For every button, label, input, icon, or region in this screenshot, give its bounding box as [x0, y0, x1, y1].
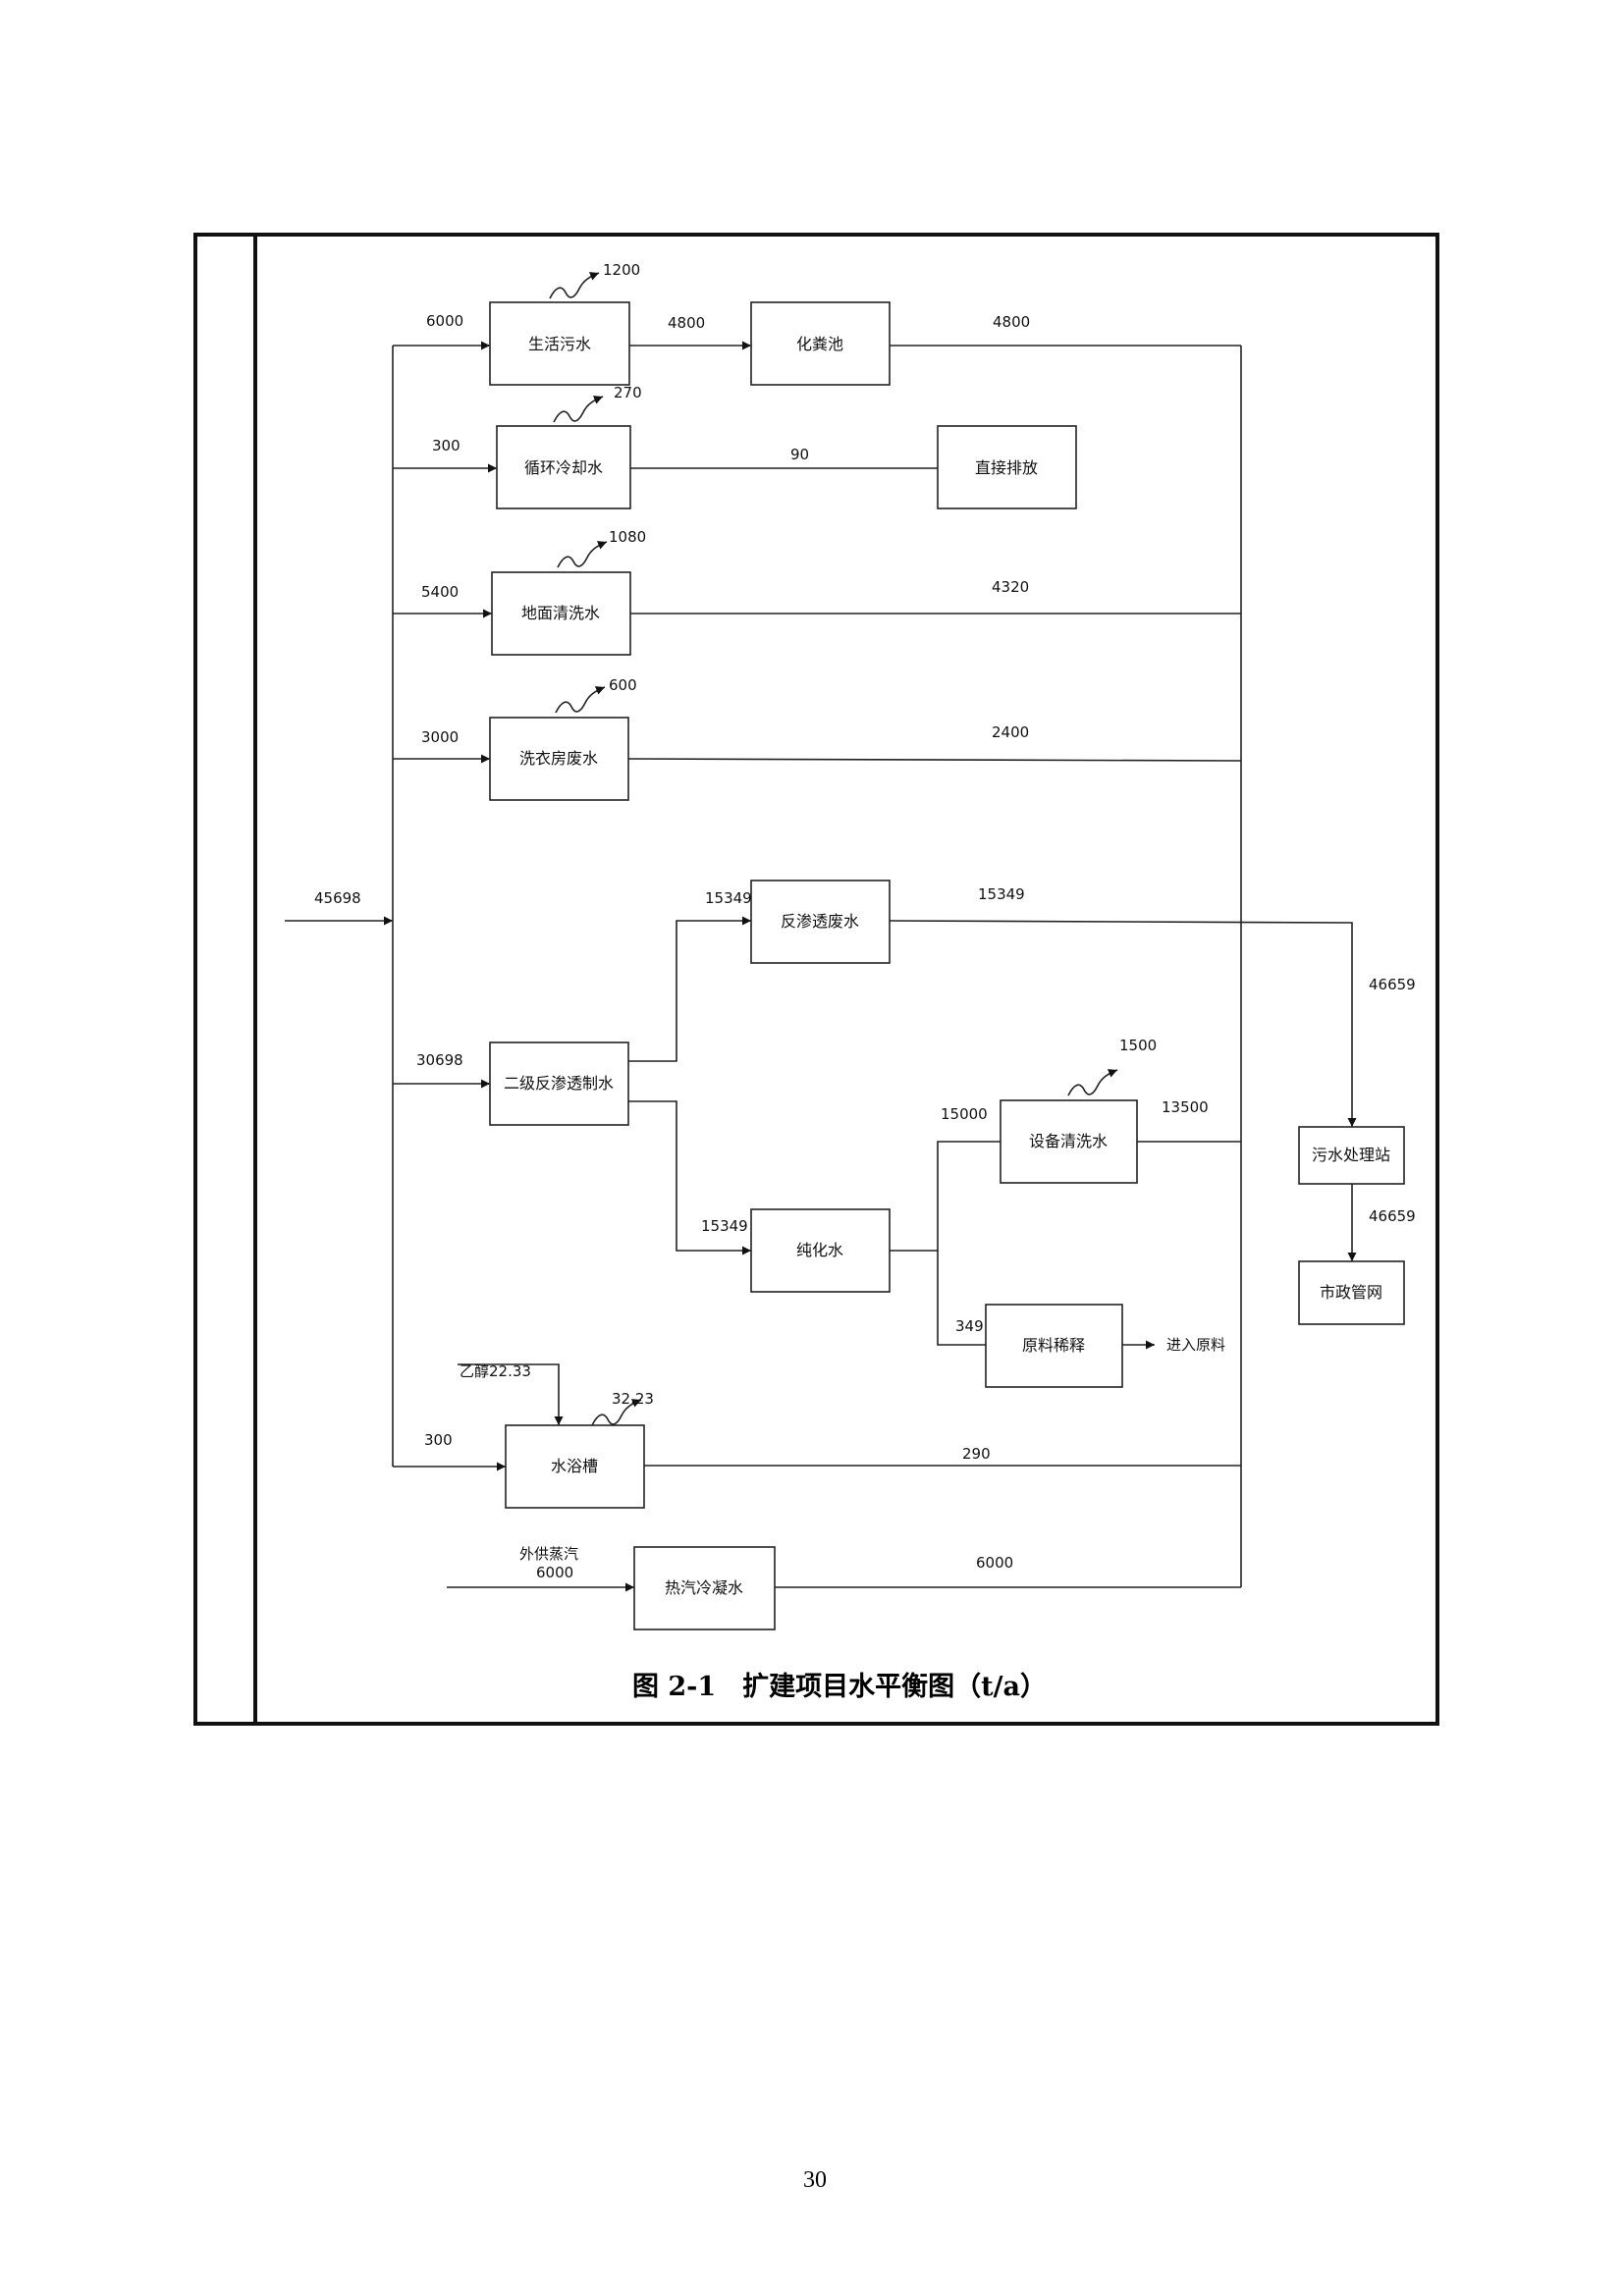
box-domestic-label: 生活污水	[528, 335, 591, 353]
box-direct-discharge: 直接排放	[937, 425, 1077, 509]
box-septic-label: 化粪池	[796, 335, 843, 353]
label-ro-in: 30698	[416, 1051, 463, 1069]
loss-squiggle-laundry	[555, 686, 606, 714]
ro-to-waste-line	[628, 916, 751, 1062]
loss-squiggle-bath	[591, 1399, 642, 1426]
label-laundry-in: 3000	[421, 728, 459, 746]
loss-squiggle-cooling	[553, 396, 604, 423]
label-domestic-in: 6000	[426, 312, 463, 330]
pure-to-dilute-line	[937, 1251, 986, 1346]
box-wastewater-treatment-station: 污水处理站	[1298, 1126, 1405, 1185]
box-steam-condensate: 热汽冷凝水	[633, 1546, 776, 1630]
box-purified-water: 纯化水	[750, 1208, 891, 1293]
label-steam-out: 6000	[976, 1554, 1013, 1572]
box-laundry-label: 洗衣房废水	[519, 749, 598, 768]
box-ro-water-making: 二级反渗透制水	[489, 1041, 629, 1126]
label-equip-out: 13500	[1162, 1098, 1209, 1116]
laundry-to-bus	[627, 758, 1242, 762]
label-domestic-to-septic: 4800	[668, 314, 705, 332]
box-direct-label: 直接排放	[975, 458, 1038, 477]
ro-waste-to-wwtp	[889, 920, 1357, 1127]
box-equip-label: 设备清洗水	[1029, 1132, 1108, 1150]
box-bath-label: 水浴槽	[551, 1457, 598, 1475]
box-municipal-sewer: 市政管网	[1298, 1260, 1405, 1325]
box-wwtp-label: 污水处理站	[1312, 1146, 1390, 1164]
pure-to-equip-line	[890, 1141, 1001, 1252]
label-floor-loss: 1080	[609, 528, 646, 546]
box-ro-waste-label: 反渗透废水	[781, 912, 859, 931]
box-cooling-water: 循环冷却水	[496, 425, 631, 509]
label-dilute-out: 进入原料	[1166, 1336, 1225, 1354]
label-equip-loss: 1500	[1119, 1037, 1157, 1054]
outer-frame	[193, 233, 1439, 1726]
label-ro-to-pure: 15349	[701, 1217, 748, 1235]
box-ro-wastewater: 反渗透废水	[750, 880, 891, 964]
label-domestic-loss: 1200	[603, 261, 640, 279]
box-floor-washing: 地面清洗水	[491, 571, 631, 656]
label-laundry-out: 2400	[992, 723, 1029, 741]
label-pure-to-dilute: 349	[955, 1317, 984, 1335]
box-floor-label: 地面清洗水	[521, 604, 600, 622]
label-ro-to-waste: 15349	[705, 889, 752, 907]
label-steam-src-name: 外供蒸汽	[519, 1545, 578, 1563]
label-steam-src-qty: 6000	[536, 1564, 573, 1581]
box-sewer-label: 市政管网	[1320, 1283, 1382, 1302]
box-equipment-cleaning: 设备清洗水	[1000, 1099, 1138, 1184]
loss-squiggle-domestic	[549, 272, 600, 299]
label-laundry-loss: 600	[609, 676, 637, 694]
label-bath-in: 300	[424, 1431, 453, 1449]
ethanol-in-line	[458, 1363, 564, 1425]
box-water-bath: 水浴槽	[505, 1424, 645, 1509]
label-septic-out: 4800	[993, 313, 1030, 331]
ro-to-pure-line	[628, 1100, 751, 1255]
page-number: 30	[803, 2167, 827, 2193]
box-laundry-wastewater: 洗衣房废水	[489, 717, 629, 801]
box-cooling-label: 循环冷却水	[524, 458, 603, 477]
box-dilute-label: 原料稀释	[1022, 1336, 1085, 1355]
label-ro-waste-out: 15349	[978, 885, 1025, 903]
label-ethanol: 乙醇22.33	[460, 1362, 531, 1380]
label-total-in: 45698	[314, 889, 361, 907]
label-cooling-in: 300	[432, 437, 460, 454]
label-cooling-out: 90	[790, 446, 809, 463]
box-material-dilution: 原料稀释	[985, 1304, 1123, 1388]
box-septic-tank: 化粪池	[750, 301, 891, 386]
label-to-wwtp: 46659	[1369, 976, 1416, 993]
label-floor-in: 5400	[421, 583, 459, 601]
figure-caption: 图 2-1 扩建项目水平衡图（t/a）	[632, 1672, 1047, 1702]
label-wwtp-out: 46659	[1369, 1207, 1416, 1225]
label-floor-out: 4320	[992, 578, 1029, 596]
box-domestic-sewage: 生活污水	[489, 301, 630, 386]
loss-squiggle-floor	[557, 541, 608, 568]
box-steam-label: 热汽冷凝水	[665, 1578, 743, 1597]
label-bath-loss: 32.23	[612, 1390, 654, 1408]
label-pure-to-equip: 15000	[941, 1105, 988, 1123]
loss-squiggle-equip	[1067, 1069, 1118, 1096]
box-ro-label: 二级反渗透制水	[504, 1074, 614, 1093]
label-cooling-loss: 270	[614, 384, 642, 401]
box-pure-label: 纯化水	[796, 1241, 843, 1259]
label-bath-out: 290	[962, 1445, 991, 1463]
